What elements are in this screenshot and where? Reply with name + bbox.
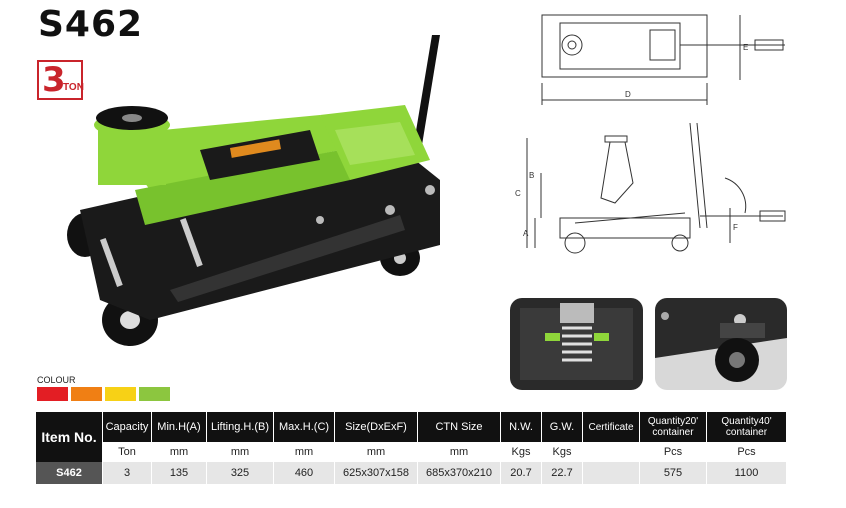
header-max-h: Max.H.(C) — [273, 412, 335, 442]
unit-gw: Kgs — [541, 442, 583, 462]
cell-capacity: 3 — [102, 462, 152, 484]
cell-qty-40: 1100 — [706, 462, 787, 484]
unit-size: mm — [334, 442, 418, 462]
swatch-yellow — [105, 387, 136, 401]
unit-ctn-size: mm — [417, 442, 501, 462]
unit-qty-20: Pcs — [639, 442, 707, 462]
unit-nw: Kgs — [500, 442, 542, 462]
badge-number: 3 — [42, 60, 66, 100]
dim-B-label: B — [529, 171, 534, 180]
swatch-green — [139, 387, 170, 401]
cell-certificate — [582, 462, 640, 484]
header-lifting-h: Lifting.H.(B) — [206, 412, 274, 442]
swatch-red — [37, 387, 68, 401]
floor-jack-image — [67, 35, 440, 346]
badge-unit: TON — [63, 82, 84, 93]
unit-qty-40: Pcs — [706, 442, 787, 462]
unit-max-h: mm — [273, 442, 335, 462]
product-title: S462 — [38, 4, 144, 45]
dim-D-label: D — [625, 90, 631, 99]
unit-min-h: mm — [151, 442, 207, 462]
table-header-row: Item No. Capacity Min.H(A) Lifting.H.(B)… — [36, 412, 787, 462]
unit-lifting-h: mm — [206, 442, 274, 462]
header-size: Size(DxExF) — [334, 412, 418, 442]
cell-max-h: 460 — [273, 462, 335, 484]
cell-nw: 20.7 — [500, 462, 542, 484]
dim-F-label: F — [733, 223, 738, 232]
wheel-detail-photo — [655, 298, 787, 390]
cell-ctn-size: 685x370x210 — [417, 462, 501, 484]
swatch-orange — [71, 387, 102, 401]
capacity-badge: 3 TON — [37, 60, 84, 100]
header-min-h: Min.H(A) — [151, 412, 207, 442]
spec-table: Item No. Capacity Min.H(A) Lifting.H.(B)… — [36, 412, 787, 484]
cell-min-h: 135 — [151, 462, 207, 484]
cell-size: 625x307x158 — [334, 462, 418, 484]
header-nw: N.W. — [500, 412, 542, 442]
spring-detail-photo — [510, 298, 643, 390]
cell-item-no: S462 — [36, 462, 103, 484]
table-units-row: Ton mm mm mm mm mm Kgs Kgs Pcs Pcs — [36, 442, 787, 462]
dim-C-label: C — [515, 189, 521, 198]
dim-E-label: E — [743, 43, 748, 52]
cell-lifting-h: 325 — [206, 462, 274, 484]
side-view-diagram: C B A F — [515, 122, 786, 254]
dim-A-label: A — [523, 229, 529, 238]
header-item-no: Item No. — [36, 412, 103, 462]
header-ctn-size: CTN Size — [417, 412, 501, 442]
cell-gw: 22.7 — [541, 462, 583, 484]
header-qty-20: Quantity20' container — [639, 412, 707, 442]
cell-qty-20: 575 — [639, 462, 707, 484]
header-gw: G.W. — [541, 412, 583, 442]
top-view-diagram: D E — [541, 14, 785, 105]
header-qty-40: Quantity40' container — [706, 412, 787, 442]
colour-swatches — [37, 387, 170, 401]
table-row: S462 3 135 325 460 625x307x158 685x370x2… — [36, 462, 787, 484]
header-certificate: Certificate — [582, 412, 640, 442]
header-capacity: Capacity — [102, 412, 152, 442]
colour-label: COLOUR — [37, 375, 76, 385]
unit-certificate — [582, 442, 640, 462]
unit-capacity: Ton — [102, 442, 152, 462]
